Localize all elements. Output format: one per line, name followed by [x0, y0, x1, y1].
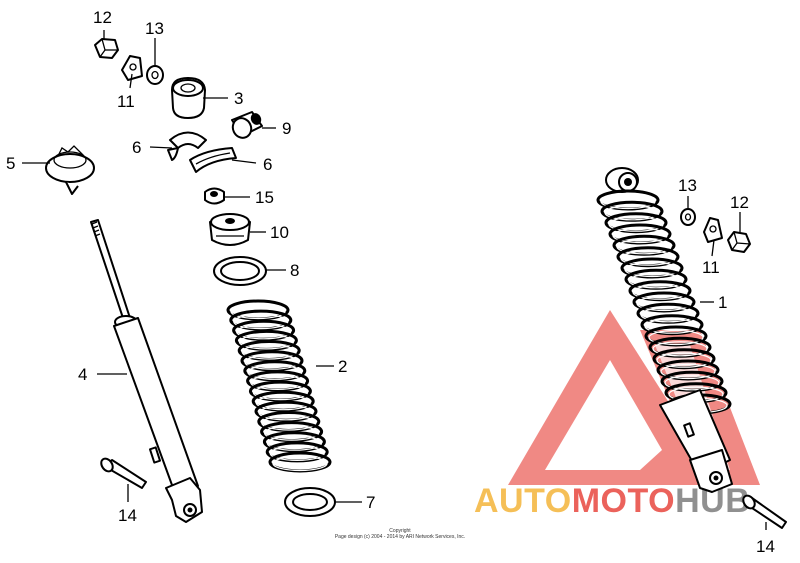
part-8-seat-ring: [213, 256, 267, 286]
callout-1: 1: [718, 293, 727, 312]
callout-10: 10: [270, 223, 289, 242]
callout-13-left: 13: [145, 19, 164, 38]
callout-14-right: 14: [756, 537, 775, 556]
spring-coil-highlight: [656, 352, 712, 368]
part-11-plate-left: [121, 55, 143, 81]
callout-12-left: 12: [93, 8, 112, 27]
spring-coil-highlight: [664, 375, 720, 391]
callout-8: 8: [290, 261, 299, 280]
callout-4: 4: [78, 365, 87, 384]
leader-lines: [22, 30, 767, 530]
part-14-bolt-right: [742, 494, 787, 529]
callout-11-right: 11: [702, 258, 720, 277]
spring-coil-highlight: [612, 227, 668, 244]
spring-coil-highlight: [648, 329, 704, 346]
callout-6-right: 6: [263, 155, 272, 174]
spring-coil-highlight: [628, 273, 684, 289]
spring-coil-highlight: [266, 435, 322, 451]
part-12-nut-right: [727, 231, 751, 253]
spring-coil-highlight: [644, 318, 700, 334]
spring-coil-highlight: [241, 344, 297, 360]
spring-coil-highlight: [600, 193, 656, 210]
part-14-bolt-left: [100, 457, 147, 489]
copyright-notice: Copyright Page design (c) 2004 - 2014 by…: [300, 528, 500, 540]
spring-coil-highlight: [244, 354, 300, 370]
part-2-spring: [226, 299, 332, 473]
part-4-damper: [90, 219, 203, 523]
spring-coil-highlight: [640, 307, 696, 323]
spring-coil-highlight: [624, 261, 680, 278]
part-9-collar: [231, 111, 263, 139]
callout-labels: 12 13 11 3 9 6 6 5 15 10 8 4 2 14 7 13 1…: [6, 8, 775, 556]
spring-coil-highlight: [660, 363, 716, 380]
callout-9: 9: [282, 119, 291, 138]
part-7-lower-seat: [284, 487, 336, 517]
spring-coil-highlight: [261, 415, 317, 431]
part-5-rubber-cap: [45, 145, 95, 195]
part-13-washer-right: [680, 208, 696, 226]
spring-coil-highlight: [252, 385, 308, 401]
copyright-text: Page design (c) 2004 - 2014 by ARI Netwo…: [334, 534, 466, 540]
spring-coil-highlight: [250, 374, 306, 390]
part-6-half-collar-right: [189, 147, 237, 173]
spring-coil-highlight: [608, 216, 664, 232]
callout-12-right: 12: [730, 193, 749, 212]
spring-coil-highlight: [272, 455, 328, 472]
spring-coil-highlight: [233, 314, 289, 330]
spring-coil-highlight: [247, 364, 303, 380]
callout-14-left: 14: [118, 506, 137, 525]
callout-3: 3: [234, 89, 243, 108]
part-12-nut-left: [94, 38, 119, 59]
logo-word-moto: MOTO: [572, 482, 675, 520]
spring-coil-highlight: [258, 405, 314, 421]
spring-coil-highlight: [632, 284, 688, 300]
callout-6-left: 6: [132, 138, 141, 157]
copyright-title: Copyright: [389, 528, 411, 534]
spring-coil-highlight: [255, 395, 311, 411]
part-15-nut: [204, 187, 225, 205]
callout-13-right: 13: [678, 176, 697, 195]
spring-coil-highlight: [264, 425, 320, 441]
spring-coil-highlight: [620, 250, 676, 266]
part-10-stopper: [209, 213, 251, 246]
spring-coil-highlight: [604, 205, 660, 221]
logo-word-auto: AUTO: [474, 482, 572, 520]
spring-coil-highlight: [230, 303, 286, 320]
part-1-shock-assembly: [596, 167, 733, 493]
part-6-half-collar-left: [167, 131, 207, 161]
callout-15: 15: [255, 188, 274, 207]
spring-coil-highlight: [652, 341, 708, 357]
spring-coil-highlight: [238, 334, 294, 350]
spring-coil-highlight: [616, 239, 672, 255]
part-3-bushing: [171, 77, 206, 119]
part-13-washer-left: [146, 65, 164, 85]
spring-coil-highlight: [636, 295, 692, 312]
spring-coil-highlight: [236, 324, 292, 340]
callout-5: 5: [6, 154, 15, 173]
spring-coil-highlight: [269, 445, 325, 461]
callout-11-left: 11: [117, 92, 135, 111]
logo-triangle-inner: [545, 360, 662, 470]
callout-2: 2: [338, 357, 347, 376]
callout-7: 7: [366, 493, 375, 512]
part-11-plate-right: [703, 217, 723, 243]
